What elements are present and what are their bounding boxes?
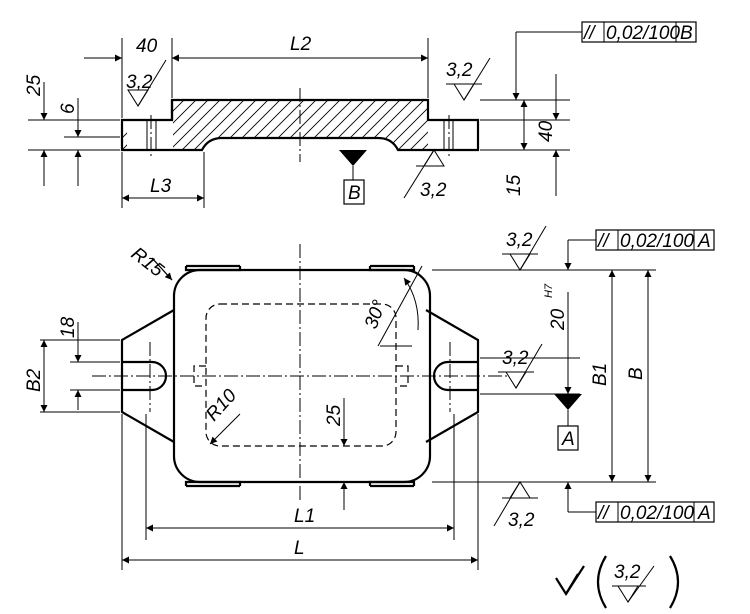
surface-finish-front-bottom: 3,2 <box>493 481 538 531</box>
dim-20: 20 <box>548 308 569 331</box>
dim-40-top: 40 <box>136 36 158 57</box>
top-dimensions: 40 L2 25 6 L3 40 15 // 0 <box>24 21 697 208</box>
dim-B2: B2 <box>24 368 45 392</box>
parallelism-symbol: // <box>596 231 610 252</box>
datum-b-label: B <box>348 183 361 204</box>
dim-L2: L2 <box>290 34 312 55</box>
datum-b-triangle <box>339 150 367 166</box>
dim-40-right: 40 <box>536 120 557 142</box>
svg-text:3,2: 3,2 <box>420 180 447 201</box>
general-surface-finish: 3,2 <box>555 555 680 609</box>
tolerance-value: 0,02/100 <box>620 231 694 252</box>
dim-L3: L3 <box>150 176 172 197</box>
surface-finish-front-mid: 3,2 <box>498 343 543 389</box>
dim-25-left: 25 <box>24 74 45 97</box>
parallelism-symbol: // <box>596 503 610 524</box>
dim-6: 6 <box>58 103 79 114</box>
surface-finish-top-right: 3,2 <box>446 57 491 101</box>
tolerance-datum: B <box>680 23 693 44</box>
dim-25-center: 25 <box>324 404 345 427</box>
dim-B1: B1 <box>590 363 611 386</box>
tolerance-datum: A <box>697 503 711 524</box>
dim-R15: R15 <box>127 243 168 281</box>
datum-a-box <box>557 425 579 451</box>
dim-30deg: 30° <box>361 297 391 332</box>
datum-b-box <box>343 179 365 205</box>
svg-text:3,2: 3,2 <box>506 230 533 251</box>
surface-finish-front-top: 3,2 <box>502 225 547 271</box>
dim-18: 18 <box>58 316 79 338</box>
dim-L1: L1 <box>294 506 315 527</box>
dim-15: 15 <box>504 174 525 196</box>
dim-L: L <box>294 538 305 559</box>
front-view <box>92 244 508 500</box>
dim-B: B <box>626 367 647 380</box>
tolerance-frame-a-top: // 0,02/100 A <box>595 229 715 252</box>
general-finish-value: 3,2 <box>614 562 641 583</box>
tolerance-value: 0,02/100 <box>606 23 680 44</box>
svg-text:3,2: 3,2 <box>446 60 473 81</box>
tolerance-frame-b: // 0,02/100 B <box>581 21 697 44</box>
datum-a-triangle <box>554 394 582 410</box>
svg-text:3,2: 3,2 <box>502 348 529 369</box>
front-dimensions: R15 R10 30° 25 B2 18 20 H7 A <box>24 225 715 570</box>
tolerance-datum: A <box>697 231 711 252</box>
surface-finish-bottom: 3,2 <box>403 149 447 201</box>
svg-text:3,2: 3,2 <box>126 72 153 93</box>
tolerance-value: 0,02/100 <box>620 503 694 524</box>
surface-finish-top-left: 3,2 <box>126 59 167 107</box>
dim-R10: R10 <box>202 385 241 425</box>
dim-H7: H7 <box>543 283 555 298</box>
parallelism-symbol: // <box>582 23 596 44</box>
datum-a-label: A <box>561 429 575 450</box>
svg-text:3,2: 3,2 <box>508 510 535 531</box>
tolerance-frame-a-bottom: // 0,02/100 A <box>595 501 715 524</box>
